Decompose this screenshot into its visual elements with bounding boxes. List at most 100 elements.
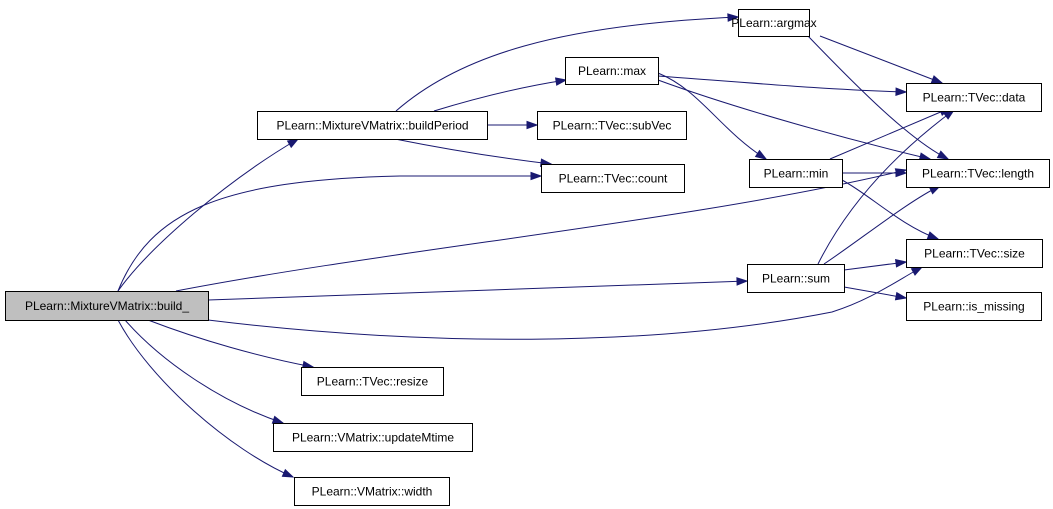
edge-max-to-data <box>657 75 908 96</box>
edge-build_-to-width <box>117 319 295 478</box>
node-box <box>906 159 1050 188</box>
edge-build_-to-count <box>117 171 543 292</box>
edge-min-to-data <box>829 107 952 160</box>
node-label: PLearn::TVec::resize <box>317 375 429 389</box>
arrowhead-icon <box>895 87 908 96</box>
arrowhead-icon <box>526 120 539 130</box>
node-is-missing[interactable]: PLearn::is_missing <box>906 292 1042 321</box>
edge-buildPeriod-to-argmax <box>395 13 740 112</box>
edge-line <box>124 319 284 424</box>
node-label: PLearn::max <box>578 64 646 78</box>
node-label: PLearn::TVec::subVec <box>553 119 672 133</box>
node-box <box>906 239 1043 268</box>
edge-line <box>841 179 939 240</box>
node-label: PLearn::VMatrix::updateMtime <box>292 431 454 445</box>
node-max[interactable]: PLearn::max <box>565 57 659 85</box>
arrowhead-icon <box>271 415 285 424</box>
node-label: PLearn::TVec::data <box>923 91 1026 105</box>
node-resize[interactable]: PLearn::TVec::resize <box>301 367 444 396</box>
arrowhead-icon <box>894 291 908 301</box>
node-subVec[interactable]: PLearn::TVec::subVec <box>537 111 687 140</box>
edge-line <box>829 107 951 160</box>
edge-buildPeriod-to-max <box>433 77 568 112</box>
node-count[interactable]: PLearn::TVec::count <box>541 164 685 193</box>
node-box <box>747 264 845 293</box>
node-data[interactable]: PLearn::TVec::data <box>906 83 1042 112</box>
node-label: PLearn::MixtureVMatrix::buildPeriod <box>276 119 468 133</box>
node-width[interactable]: PLearn::VMatrix::width <box>294 477 450 506</box>
edge-line <box>807 35 949 160</box>
edge-line <box>394 138 552 165</box>
node-box <box>541 164 685 193</box>
node-label: PLearn::MixtureVMatrix::build_ <box>25 299 189 313</box>
node-box <box>273 423 473 452</box>
node-label: PLearn::TVec::size <box>924 247 1025 261</box>
edges-layer <box>117 13 956 478</box>
arrowhead-icon <box>754 149 768 160</box>
edge-argmax-to-length <box>807 35 950 160</box>
edge-build_-to-buildPeriod <box>117 138 300 292</box>
node-sum[interactable]: PLearn::sum <box>747 264 845 293</box>
arrowhead-icon <box>727 13 740 22</box>
edge-min-to-size <box>841 179 940 240</box>
edge-max-to-length <box>657 79 932 161</box>
node-build[interactable]: PLearn::MixtureVMatrix::build_ <box>5 291 209 321</box>
arrowhead-icon <box>530 171 543 181</box>
edge-line <box>395 16 739 112</box>
node-min[interactable]: PLearn::min <box>749 159 843 188</box>
arrowhead-icon <box>930 75 944 84</box>
edge-build_-to-sum <box>207 277 749 301</box>
node-box <box>537 111 687 140</box>
node-box <box>738 9 810 37</box>
node-label: PLearn::min <box>764 167 829 181</box>
arrowhead-icon <box>554 77 568 86</box>
arrowhead-icon <box>736 277 749 286</box>
arrowhead-icon <box>281 468 295 478</box>
edge-line <box>657 79 931 160</box>
edge-line <box>819 35 943 84</box>
node-box <box>5 291 209 321</box>
arrowhead-icon <box>910 266 924 276</box>
node-box <box>906 83 1042 112</box>
node-length[interactable]: PLearn::TVec::length <box>906 159 1050 188</box>
edge-line <box>207 280 748 301</box>
node-box <box>565 57 659 85</box>
arrowhead-icon <box>936 150 950 160</box>
edge-line <box>657 75 907 93</box>
node-box <box>906 292 1042 321</box>
node-argmax[interactable]: PLearn::argmax <box>731 9 817 37</box>
edge-line <box>117 138 299 292</box>
edge-line <box>147 319 314 368</box>
node-buildPeriod[interactable]: PLearn::MixtureVMatrix::buildPeriod <box>257 111 488 140</box>
node-label: PLearn::VMatrix::width <box>312 485 433 499</box>
edge-sum-to-is_missing <box>843 286 908 301</box>
edge-argmax-to-data <box>819 35 944 84</box>
node-box <box>294 477 450 506</box>
edge-build_-to-resize <box>147 319 315 370</box>
edge-line <box>817 109 955 265</box>
arrowhead-icon <box>926 231 940 240</box>
edge-line <box>117 319 294 478</box>
arrowhead-icon <box>286 138 300 149</box>
node-box <box>257 111 488 140</box>
edge-min-to-length <box>842 168 908 178</box>
edge-line <box>823 185 941 265</box>
node-label: PLearn::TVec::length <box>922 167 1034 181</box>
node-label: PLearn::argmax <box>731 16 816 30</box>
edge-line <box>175 169 907 292</box>
node-updateMtime[interactable]: PLearn::VMatrix::updateMtime <box>273 423 473 452</box>
node-label: PLearn::TVec::count <box>559 172 668 186</box>
node-size[interactable]: PLearn::TVec::size <box>906 239 1043 268</box>
node-box <box>749 159 843 188</box>
edge-buildPeriod-to-count <box>394 138 553 168</box>
node-label: PLearn::is_missing <box>923 300 1024 314</box>
arrowhead-icon <box>895 259 908 268</box>
edge-line <box>657 72 767 160</box>
edge-build_-to-updateMtime <box>124 319 285 424</box>
edge-max-to-min <box>657 72 768 160</box>
edge-line <box>433 79 567 112</box>
node-label: PLearn::sum <box>762 272 830 286</box>
edge-line <box>117 175 541 292</box>
nodes-layer: PLearn::MixtureVMatrix::build_ PLearn::Mi… <box>5 9 1050 506</box>
